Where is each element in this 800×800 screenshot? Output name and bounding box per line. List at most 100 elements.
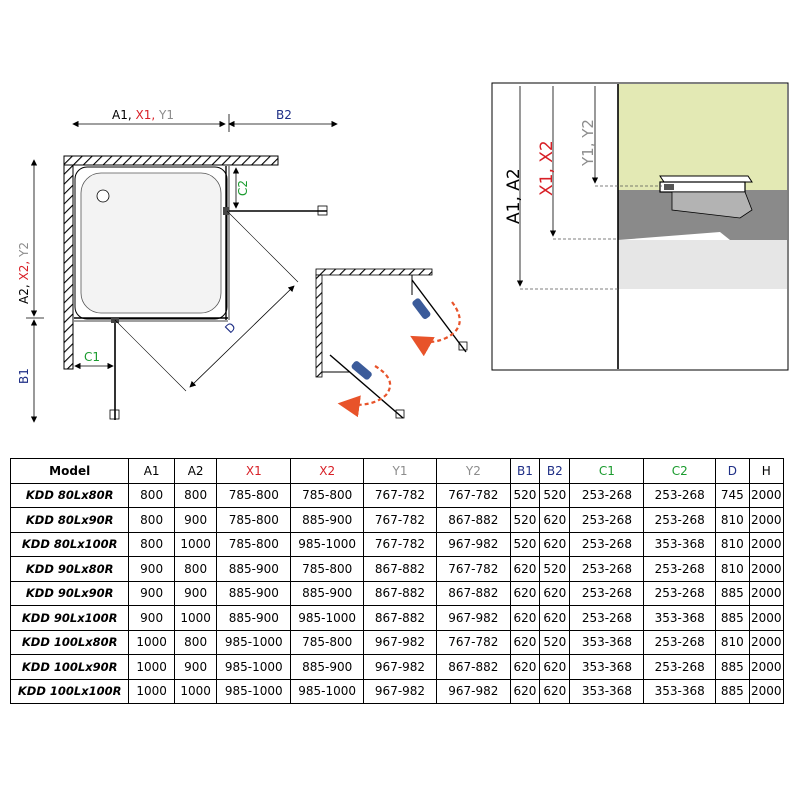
header-c2: C2 (643, 458, 717, 484)
table-cell: 253-268 (569, 605, 645, 631)
table-cell: 867-882 (363, 605, 437, 631)
table-cell: 253-268 (643, 580, 717, 606)
drain-icon (96, 189, 110, 203)
table-cell: 800 (128, 482, 175, 508)
table-cell: 900 (128, 580, 175, 606)
opening-door-front (329, 354, 404, 419)
table-cell: 253-268 (569, 507, 645, 533)
table-cell: 520 (539, 629, 571, 655)
dim-label-c1: C1 (84, 350, 100, 364)
table-cell: 520 (509, 507, 541, 533)
header-y2: Y2 (435, 458, 511, 484)
table-cell: 253-268 (643, 482, 717, 508)
table-cell: 620 (539, 507, 571, 533)
table-cell: 353-368 (643, 678, 717, 704)
header-d: D (715, 458, 750, 484)
table-cell: 353-368 (643, 531, 717, 557)
table-cell: 785-800 (290, 482, 365, 508)
plan-view: A1, X1, Y1 B2 A2, X2, Y2 B1 (17, 108, 338, 423)
table-cell: 1000 (173, 605, 218, 631)
table-cell: 800 (128, 531, 175, 557)
table-cell: 885-900 (290, 580, 365, 606)
swing-arrow-right (410, 301, 461, 357)
table-cell: 620 (509, 580, 541, 606)
dim-label-a1x1y1: A1, X1, Y1 (112, 108, 174, 122)
table-cell: 800 (173, 556, 218, 582)
model-cell: KDD 100Lx80R (9, 629, 130, 655)
table-cell: 985-1000 (216, 654, 292, 680)
table-cell: 885 (715, 605, 750, 631)
table-cell: 2000 (748, 482, 785, 508)
dim-label-c2: C2 (236, 180, 250, 196)
table-cell: 1000 (128, 678, 175, 704)
table-cell: 885-900 (216, 605, 292, 631)
table-cell: 967-982 (435, 678, 511, 704)
header-h: H (748, 458, 785, 484)
spec-table: Model A1 A2 X1 X2 Y1 Y2 B1 B2 C1 C2 D H … (9, 458, 785, 704)
table-cell: 253-268 (643, 629, 717, 655)
dim-line-d (189, 285, 295, 388)
table-cell: 253-268 (569, 556, 645, 582)
table-cell: 620 (509, 678, 541, 704)
table-cell: 353-368 (643, 605, 717, 631)
table-cell: 885-900 (290, 654, 365, 680)
table-cell: 2000 (748, 605, 785, 631)
model-cell: KDD 80Lx100R (9, 531, 130, 557)
model-cell: KDD 90Lx80R (9, 556, 130, 582)
wall-top (63, 155, 279, 166)
table-cell: 353-368 (569, 629, 645, 655)
table-cell: 785-800 (216, 531, 292, 557)
shower-tray-inner (80, 172, 222, 314)
table-cell: 520 (509, 482, 541, 508)
model-cell: KDD 100Lx100R (9, 678, 130, 704)
table-cell: 885-900 (216, 580, 292, 606)
table-cell: 2000 (748, 580, 785, 606)
table-cell: 985-1000 (290, 605, 365, 631)
dim-label-b2: B2 (276, 108, 292, 122)
table-cell: 785-800 (216, 507, 292, 533)
table-cell: 900 (173, 507, 218, 533)
table-cell: 1000 (128, 654, 175, 680)
table-cell: 745 (715, 482, 750, 508)
dim-label-a2x2y2: A2, X2, Y2 (17, 242, 31, 304)
table-cell: 620 (539, 654, 571, 680)
header-model: Model (9, 458, 130, 484)
table-cell: 785-800 (290, 629, 365, 655)
table-cell: 2000 (748, 531, 785, 557)
swing-arrow-front (337, 365, 392, 418)
table-cell: 885 (715, 678, 750, 704)
table-cell: 620 (539, 580, 571, 606)
detail-label-x: X1, X2 (537, 140, 557, 196)
model-cell: KDD 100Lx90R (9, 654, 130, 680)
table-cell: 967-982 (435, 605, 511, 631)
table-cell: 885 (715, 580, 750, 606)
dim-label-b1: B1 (17, 368, 31, 384)
table-cell: 620 (539, 678, 571, 704)
table-cell: 785-800 (290, 556, 365, 582)
table-cell: 785-800 (216, 482, 292, 508)
table-cell: 767-782 (363, 507, 437, 533)
table-cell: 620 (539, 531, 571, 557)
table-cell: 253-268 (569, 580, 645, 606)
table-cell: 885-900 (216, 556, 292, 582)
table-cell: 520 (539, 482, 571, 508)
table-cell: 767-782 (435, 629, 511, 655)
table-cell: 967-982 (363, 678, 437, 704)
table-cell: 885-900 (290, 507, 365, 533)
header-b2: B2 (539, 458, 571, 484)
table-cell: 900 (128, 605, 175, 631)
header-c1: C1 (569, 458, 645, 484)
table-cell: 900 (173, 580, 218, 606)
table-cell: 767-782 (435, 556, 511, 582)
table-cell: 800 (128, 507, 175, 533)
table-cell: 967-982 (363, 654, 437, 680)
table-cell: 2000 (748, 654, 785, 680)
